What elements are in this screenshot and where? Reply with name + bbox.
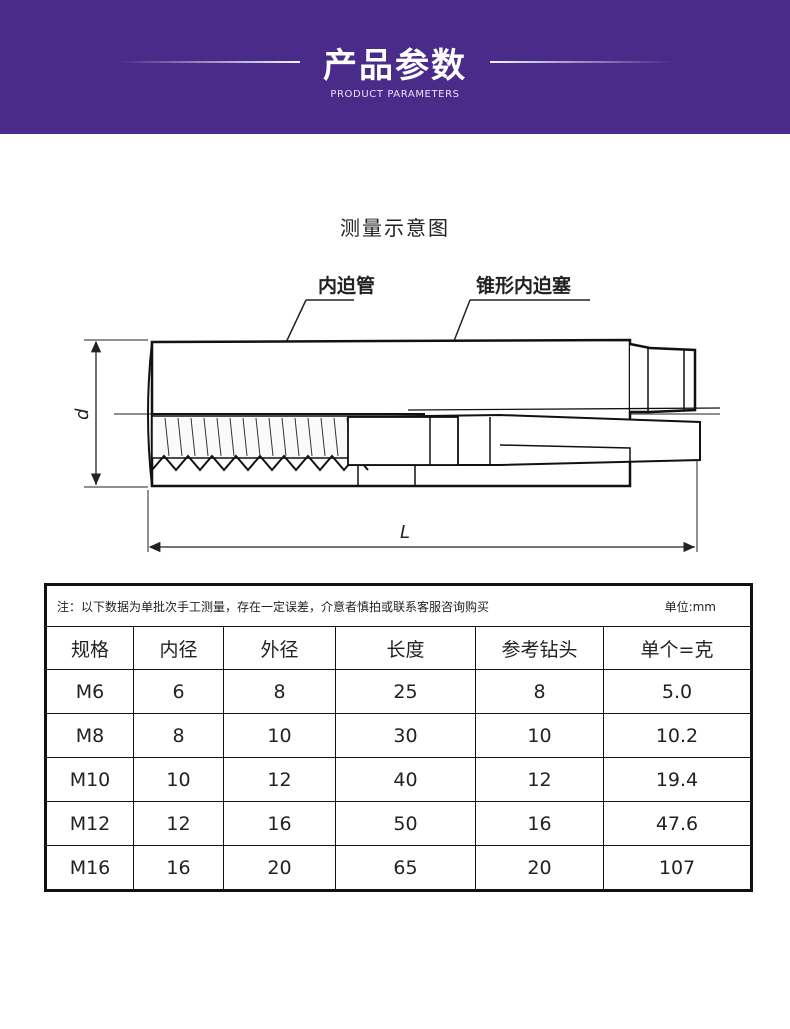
cell-length: 65 [335,845,476,891]
cell-inner-diameter: 8 [133,713,224,758]
cell-weight: 47.6 [602,801,753,846]
unit-label: 单位:mm [664,599,717,614]
measurement-diagram: 内迫管 锥形内迫塞 d [70,260,730,560]
header-banner: 产品参数 PRODUCT PARAMETERS [0,0,790,134]
header-drill-bit: 参考钻头 [475,626,604,670]
cell-outer-diameter: 16 [223,801,336,846]
inner-tube-label: 内迫管 [318,274,375,297]
table-header-row: 规格 内径 外径 长度 参考钻头 单个=克 [45,626,753,670]
cell-outer-diameter: 8 [223,669,336,714]
cell-weight: 5.0 [602,669,753,714]
table-row: M6 6 8 25 8 5.0 [45,669,753,714]
cell-length: 30 [335,713,476,758]
table-row: M16 16 20 65 20 107 [45,845,753,891]
cell-drill-bit: 20 [475,845,604,891]
cell-outer-diameter: 12 [223,757,336,802]
cell-weight: 10.2 [602,713,753,758]
cell-length: 50 [335,801,476,846]
cell-spec: M10 [45,757,134,802]
diagram-title: 测量示意图 [340,216,450,240]
banner-subtitle: PRODUCT PARAMETERS [330,89,460,100]
table-row: M10 10 12 40 12 19.4 [45,757,753,802]
header-outer-diameter: 外径 [223,626,336,670]
diameter-label: d [72,408,93,420]
cell-outer-diameter: 20 [223,845,336,891]
cell-spec: M6 [45,669,134,714]
cell-weight: 107 [602,845,753,891]
cell-spec: M8 [45,713,134,758]
cell-inner-diameter: 16 [133,845,224,891]
cell-spec: M16 [45,845,134,891]
cell-spec: M12 [45,801,134,846]
table-row: M8 8 10 30 10 10.2 [45,713,753,758]
banner-title: 产品参数 [323,46,467,86]
cell-inner-diameter: 12 [133,801,224,846]
cell-drill-bit: 16 [475,801,604,846]
header-length: 长度 [335,626,476,670]
table-row: M12 12 16 50 16 47.6 [45,801,753,846]
cell-length: 40 [335,757,476,802]
cell-length: 25 [335,669,476,714]
header-spec: 规格 [45,626,134,670]
cell-drill-bit: 12 [475,757,604,802]
cell-inner-diameter: 6 [133,669,224,714]
measurement-note: 注：以下数据为单批次手工测量，存在一定误差，介意者慎拍或联系客服咨询购买 [57,599,490,614]
cell-drill-bit: 8 [475,669,604,714]
cell-weight: 19.4 [602,757,753,802]
table-note-cell: 注：以下数据为单批次手工测量，存在一定误差，介意者慎拍或联系客服咨询购买 单位:… [44,584,753,627]
cell-outer-diameter: 10 [223,713,336,758]
header-weight: 单个=克 [602,626,753,670]
cell-drill-bit: 10 [475,713,604,758]
header-inner-diameter: 内径 [133,626,224,670]
cell-inner-diameter: 10 [133,757,224,802]
banner-divider-right [490,61,672,63]
banner-divider-left [118,61,300,63]
cone-plug-label: 锥形内迫塞 [476,274,572,297]
table-note-row: 注：以下数据为单批次手工测量，存在一定误差，介意者慎拍或联系客服咨询购买 单位:… [44,584,753,627]
spec-table: 注：以下数据为单批次手工测量，存在一定误差，介意者慎拍或联系客服咨询购买 单位:… [44,583,754,892]
length-label: L [400,522,410,543]
anchor-drawing: 内迫管 锥形内迫塞 d [72,274,721,553]
